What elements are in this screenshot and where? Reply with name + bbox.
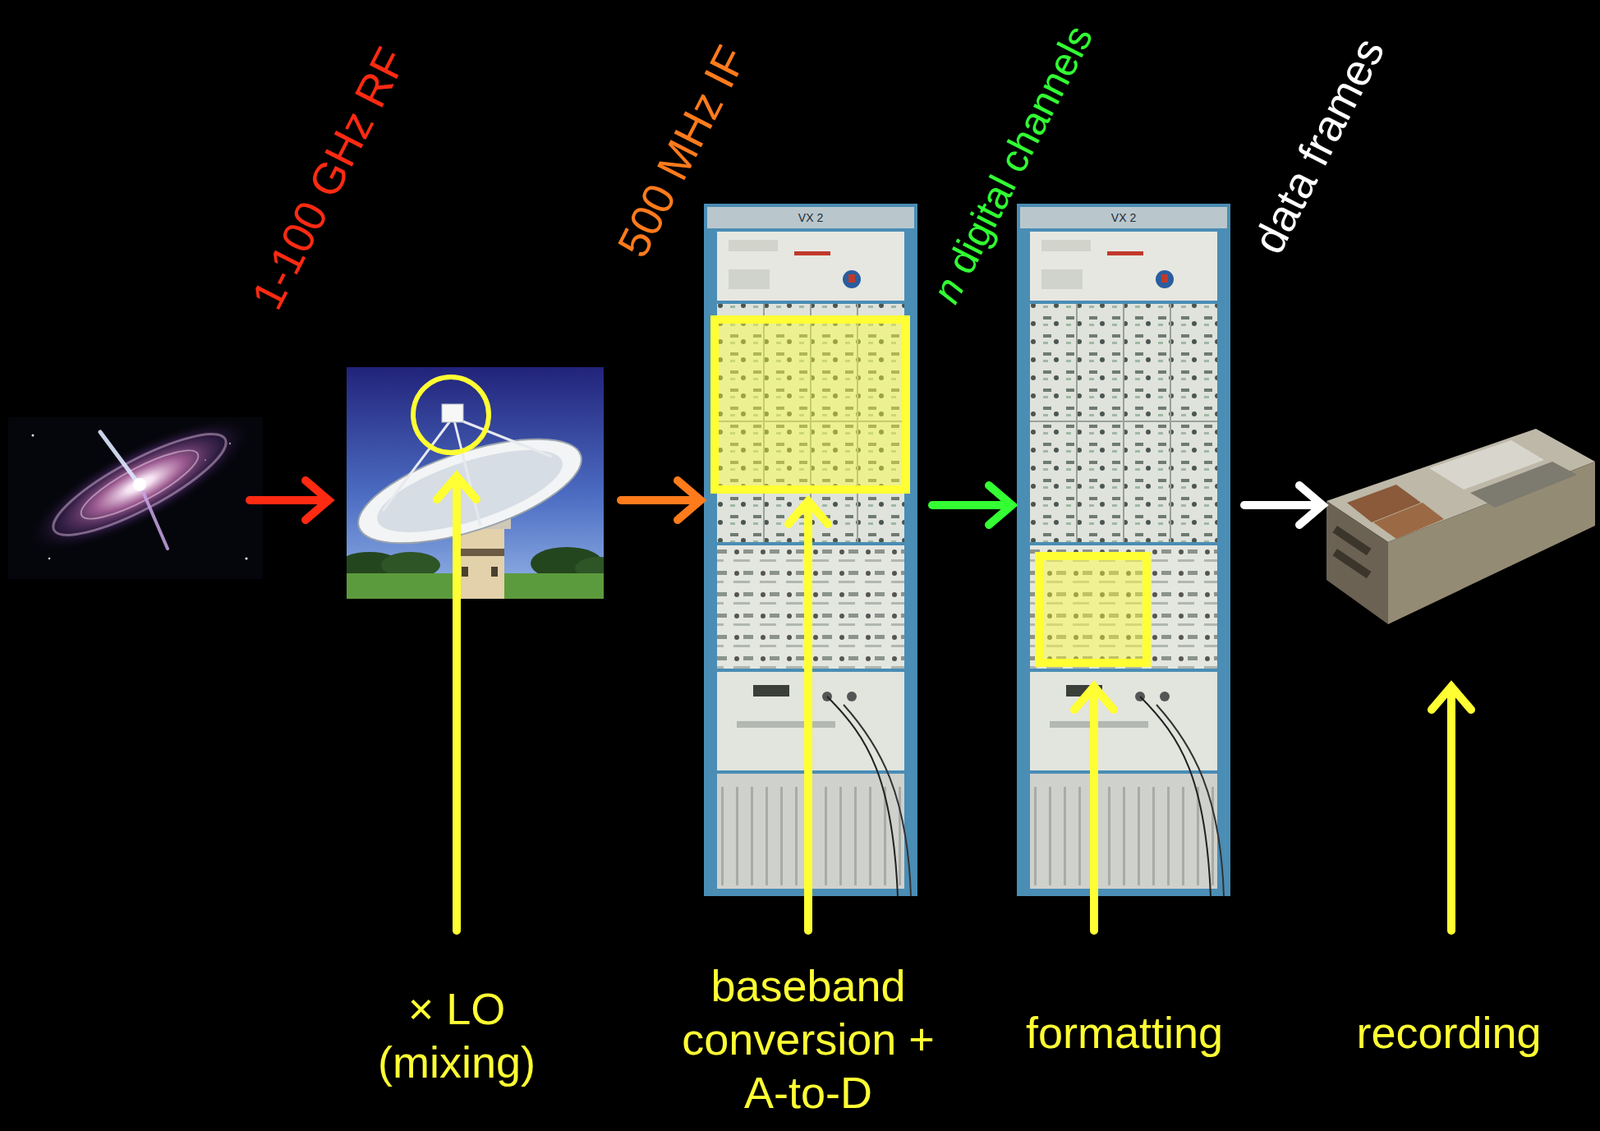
stage-caption: formatting: [1025, 1006, 1223, 1060]
stage-caption: × LO (mixing): [349, 982, 564, 1090]
flow-arrow: [932, 485, 1012, 525]
telescope-photo: [491, 566, 498, 577]
galaxy-image: [42, 417, 238, 552]
pointer-arrow: [788, 501, 828, 525]
flow-arrow: [249, 496, 327, 505]
flow-arrow: [932, 501, 1011, 510]
rack-label: VX 2: [798, 211, 823, 226]
flow-arrow: [1244, 501, 1321, 510]
galaxy-image: [245, 557, 249, 561]
pointer-arrow: [452, 478, 461, 931]
flow-arrow: [305, 480, 329, 520]
telescope-photo: [456, 548, 505, 557]
galaxy-image: [8, 417, 263, 580]
pointer-arrow: [1074, 686, 1114, 710]
telescope-photo: [441, 404, 464, 423]
flow-arrow: [1299, 485, 1323, 525]
rack-photo: [1016, 203, 1231, 897]
pointer-arrow: [788, 501, 828, 931]
flow-arrow: [1244, 485, 1323, 525]
module-highlight: [714, 319, 906, 490]
illustration-layer: [249, 476, 1472, 931]
galaxy-image: [13, 417, 263, 575]
telescope-photo: [346, 367, 604, 599]
telescope-photo: [461, 566, 469, 577]
pointer-arrow: [1089, 688, 1099, 931]
recorder-photo: [1326, 428, 1596, 625]
flow-arrow: [677, 480, 701, 520]
recorder-photo: [1332, 548, 1371, 579]
telescope-photo: [456, 418, 552, 457]
galaxy-image: [73, 439, 206, 530]
flow-arrow: [988, 485, 1012, 525]
recorder-photo: [1373, 502, 1444, 539]
signal-label: 1-100 GHz RF: [243, 41, 414, 317]
recorder-photo: [1470, 461, 1578, 508]
pointer-arrow: [1431, 686, 1472, 710]
telescope-photo: [346, 417, 594, 565]
pointer-arrow: [1447, 688, 1456, 931]
galaxy-image: [48, 557, 51, 561]
module-highlight: [1039, 556, 1147, 663]
galaxy-image: [133, 478, 147, 492]
flow-arrow: [620, 480, 701, 520]
galaxy-image: [141, 487, 168, 549]
flow-arrow: [249, 480, 329, 520]
telescope-photo: [456, 525, 505, 599]
stage-caption: recording: [1356, 1006, 1541, 1060]
pointer-arrow: [1074, 686, 1114, 931]
pointer-arrow: [436, 476, 477, 931]
rack-label: VX 2: [1111, 211, 1136, 226]
signal-label: data frames: [1245, 31, 1392, 261]
stage-caption: baseband conversion + A-to-D: [668, 959, 948, 1119]
flow-arrow: [620, 496, 699, 505]
pointer-arrow: [1431, 686, 1472, 931]
galaxy-image: [100, 432, 138, 483]
galaxy-image: [32, 434, 35, 437]
recorder-photo: [1388, 461, 1596, 625]
feed-highlight: [413, 377, 489, 453]
pointer-arrow: [804, 502, 813, 931]
pointer-arrow: [436, 476, 477, 500]
telescope-photo: [346, 367, 604, 599]
